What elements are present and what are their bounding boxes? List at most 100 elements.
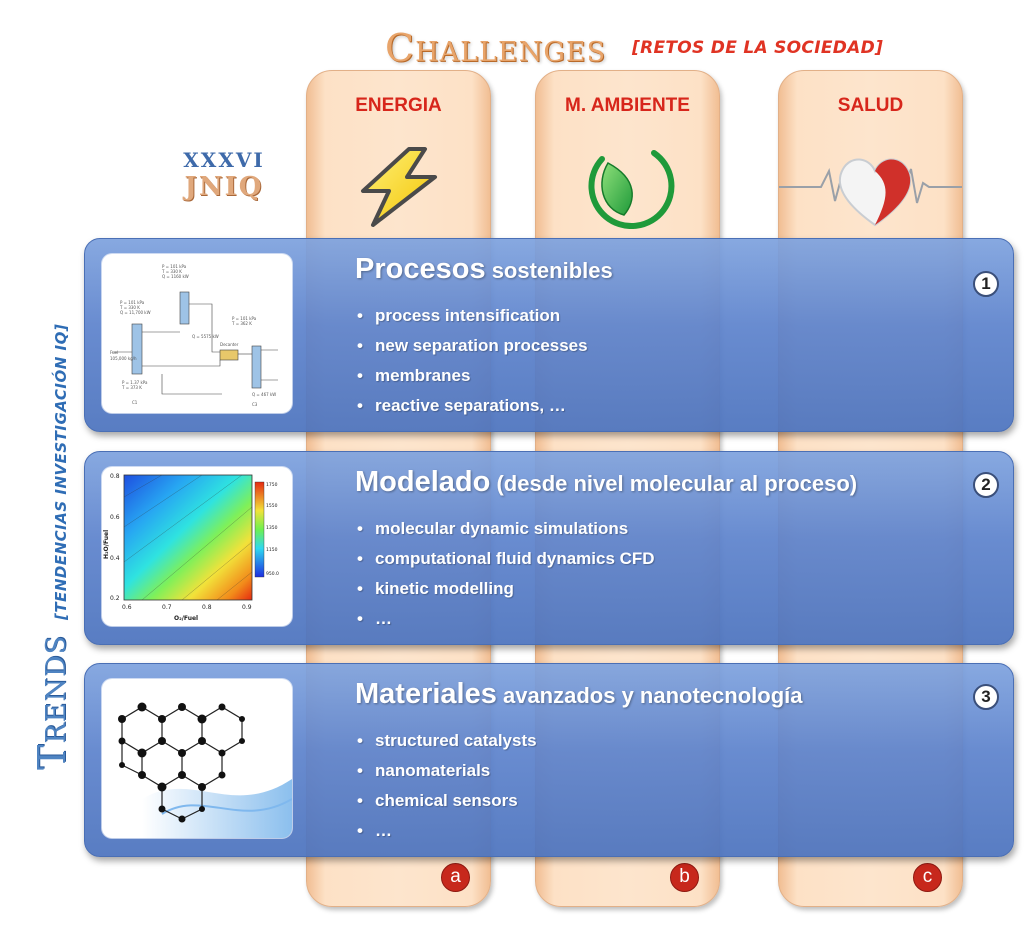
scale-label: 950.0 — [266, 571, 279, 577]
jniq-logo: XXXVI JNIQ — [170, 148, 278, 202]
x-tick-label: 0.6 — [122, 604, 132, 611]
bullet-dot: • — [357, 336, 363, 355]
bullet-list: • process intensification • new separation… — [357, 301, 588, 421]
bullet-text: … — [375, 609, 392, 628]
svg-text:Fuel: Fuel — [110, 350, 118, 355]
svg-text:C3: C3 — [252, 402, 258, 407]
leaf-icon — [588, 150, 675, 229]
molecular-network-graphic — [118, 702, 292, 838]
row-heading-main: Modelado — [355, 466, 491, 498]
svg-text:P = 101 kPa: P = 101 kPa — [162, 264, 187, 269]
list-item: • nanomaterials — [357, 756, 537, 786]
bullet-text: kinetic modelling — [375, 579, 514, 598]
column-letter: c — [913, 863, 942, 892]
row-heading: Materiales avanzados y nanotecnología — [355, 678, 803, 711]
x-axis-label: O₂/Fuel — [174, 615, 198, 622]
scale-label: 1350 — [266, 525, 278, 531]
contour-plot: 1750 1550 1350 1150 950.0 0.8 0.6 0.4 0.… — [103, 473, 279, 622]
scale-label: 1550 — [266, 503, 278, 509]
row-heading-main: Procesos — [355, 253, 486, 285]
bullet-list: •molecular dynamic simulations •computat… — [357, 514, 655, 634]
row-modelado: 1750 1550 1350 1150 950.0 0.8 0.6 0.4 0.… — [84, 451, 1014, 645]
row-heading-rest: sostenibles — [485, 258, 613, 283]
svg-text:T = 373 K: T = 373 K — [121, 385, 142, 390]
list-item: • new separation processes — [357, 331, 588, 361]
bullet-text: new separation processes — [375, 336, 588, 355]
svg-text:Decanter: Decanter — [220, 342, 239, 347]
row-materiales: Materiales avanzados y nanotecnología •s… — [84, 663, 1014, 857]
logo-roman: XXXVI — [183, 148, 265, 172]
bullet-dot: • — [357, 609, 363, 628]
row-heading: Modelado (desde nivel molecular al proce… — [355, 466, 857, 499]
bullet-text: reactive separations, … — [375, 396, 566, 415]
bullet-text: computational fluid dynamics CFD — [375, 549, 655, 568]
bullet-dot: • — [357, 791, 363, 810]
list-item: •structured catalysts — [357, 726, 537, 756]
bullet-dot: • — [357, 366, 363, 385]
list-item: •computational fluid dynamics CFD — [357, 544, 655, 574]
bullet-dot: • — [357, 579, 363, 598]
x-tick-label: 0.7 — [162, 604, 172, 611]
y-tick-label: 0.4 — [110, 555, 120, 562]
heart-icon — [779, 158, 962, 227]
challenges-subtitle: [RETOS DE LA SOCIEDAD] — [632, 38, 884, 58]
nanostructure-image — [102, 679, 292, 838]
y-tick-label: 0.8 — [110, 473, 120, 480]
row-number-badge: 1 — [973, 271, 999, 297]
bullet-dot: • — [357, 821, 363, 840]
bullet-dot: • — [357, 306, 363, 325]
row-heading-main: Materiales — [355, 678, 497, 710]
logo-name: JNIQ — [184, 172, 264, 202]
challenges-title: Challenges — [385, 26, 607, 70]
svg-text:Q = 1160 kW: Q = 1160 kW — [162, 274, 189, 279]
list-item: •membranes — [357, 361, 588, 391]
bullet-text: chemical sensors — [375, 791, 518, 810]
contour-plot-image: 1750 1550 1350 1150 950.0 0.8 0.6 0.4 0.… — [102, 467, 292, 626]
lightning-icon — [361, 147, 437, 227]
x-tick-label: 0.8 — [202, 604, 212, 611]
scale-label: 1750 — [266, 482, 278, 488]
svg-text:Q = 5575 kW: Q = 5575 kW — [192, 334, 219, 339]
svg-text:105,000 kg/h: 105,000 kg/h — [110, 356, 137, 361]
row-number-badge: 3 — [973, 684, 999, 710]
svg-text:P = 101 kPa: P = 101 kPa — [120, 300, 145, 305]
svg-text:Q = 11,700 kW: Q = 11,700 kW — [120, 310, 151, 315]
list-item: • reactive separations, … — [357, 391, 588, 421]
column-title: ENERGIA — [355, 95, 442, 116]
bullet-dot: • — [357, 519, 363, 538]
list-item: • molecular dynamic simulations — [357, 514, 655, 544]
bullet-text: process intensification — [375, 306, 561, 325]
row-heading: Procesos sostenibles — [355, 253, 613, 286]
svg-text:T = 362 K: T = 362 K — [231, 321, 252, 326]
y-tick-label: 0.6 — [110, 514, 120, 521]
list-item: •… — [357, 604, 655, 634]
row-heading-rest: avanzados y nanotecnología — [496, 683, 803, 708]
svg-text:T = 330 K: T = 330 K — [119, 305, 140, 310]
y-tick-label: 0.2 — [110, 595, 120, 602]
list-item: • chemical sensors — [357, 786, 537, 816]
svg-text:C1: C1 — [132, 400, 138, 405]
row-number-badge: 2 — [973, 472, 999, 498]
bullet-text: … — [375, 821, 392, 840]
column-title: SALUD — [837, 95, 904, 116]
svg-text:T = 330 K: T = 330 K — [161, 269, 182, 274]
trends-sublabel: [TENDENCIAS INVESTIGACIÓN IQ] — [52, 323, 70, 620]
bullet-list: •structured catalysts • nanomaterials • ch… — [357, 726, 537, 846]
bullet-text: molecular dynamic simulations — [375, 519, 629, 538]
svg-text:Q = 467 kW: Q = 467 kW — [252, 392, 276, 397]
bullet-text: nanomaterials — [375, 761, 491, 780]
bullet-dot: • — [357, 731, 363, 750]
row-heading-rest: (desde nivel molecular al proceso) — [490, 471, 858, 496]
svg-text:P = 101 kPa: P = 101 kPa — [232, 316, 257, 321]
scale-label: 1150 — [266, 547, 278, 553]
svg-text:P = 1.37 kPa: P = 1.37 kPa — [122, 380, 148, 385]
column-title: M. AMBIENTE — [565, 95, 690, 116]
list-item: • process intensification — [357, 301, 588, 331]
x-tick-label: 0.9 — [242, 604, 252, 611]
column-letter: b — [670, 863, 699, 892]
bullet-dot: • — [357, 396, 363, 415]
bullet-dot: • — [357, 761, 363, 780]
